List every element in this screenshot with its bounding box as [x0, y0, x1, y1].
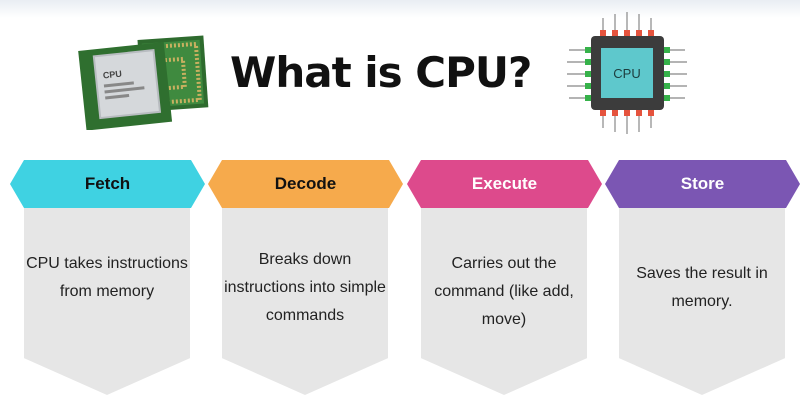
step-execute: Execute Carries out the command (like ad… [407, 160, 602, 395]
step-card [421, 190, 587, 395]
step-banner: Fetch [10, 160, 205, 208]
cpu-chip-icon: CPU [565, 10, 690, 140]
chip-photo-label: CPU [102, 69, 122, 81]
page-title: What is CPU? [230, 48, 532, 97]
step-card [619, 190, 785, 395]
step-description: Breaks down instructions into simple com… [224, 251, 386, 324]
step-card [222, 190, 388, 395]
top-fade [0, 0, 800, 18]
cpu-icon-label: CPU [613, 66, 640, 81]
step-decode: Decode Breaks down instructions into sim… [208, 160, 403, 395]
step-banner: Decode [208, 160, 403, 208]
step-description: Carries out the command (like add, move) [434, 255, 574, 328]
step-banner: Execute [407, 160, 602, 208]
step-banner: Store [605, 160, 800, 208]
step-description: CPU takes instructions from memory [26, 255, 188, 300]
step-description: Saves the result in memory. [636, 265, 768, 310]
cpu-chip-photo: CPU [78, 30, 218, 135]
step-card [24, 190, 190, 395]
step-store: Store Saves the result in memory. [605, 160, 800, 395]
step-fetch: Fetch CPU takes instructions from memory [10, 160, 205, 395]
